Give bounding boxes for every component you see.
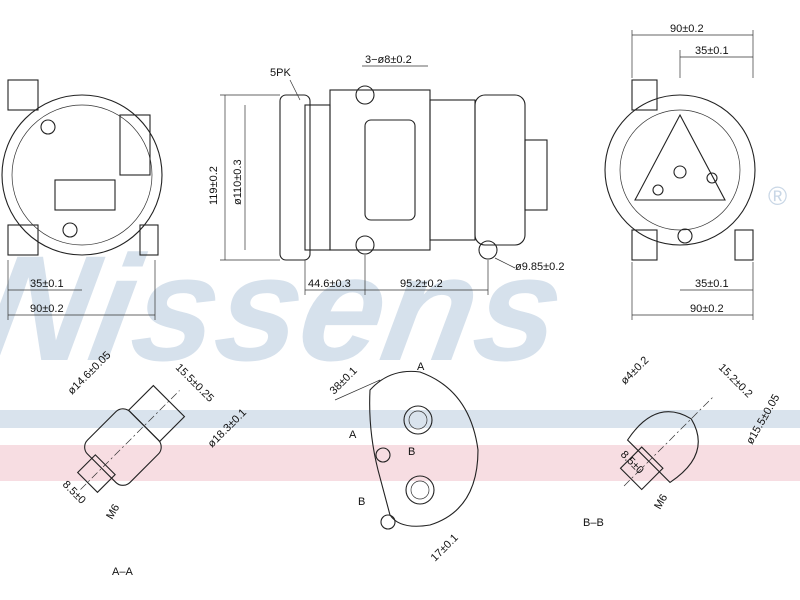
bb-thread: M6 (652, 492, 670, 511)
side-dim-body-length: 95.2±0.2 (400, 278, 443, 290)
side-dim-pulley-dia: ø110±0.3 (232, 159, 244, 205)
aa-thread: M6 (104, 502, 122, 521)
watermark-band-red (0, 445, 800, 481)
aa-dim-len-8-5: 8.5±0 (60, 479, 88, 507)
side-dim-height: 119±0.2 (208, 166, 220, 205)
section-b-b-title: B–B (583, 517, 604, 529)
port-label-b-left: B (358, 496, 365, 508)
side-dim-port-dia: ø9.85±0.2 (515, 261, 564, 273)
section-b-b: ø4±0.2 15.2±0.2 ø15.5±0.05 8.5±0 M6 B–B (583, 354, 782, 529)
side-belt-label: 5PK (270, 67, 291, 79)
rear-dim-bottom-35: 35±0.1 (695, 278, 729, 290)
port-dim-17: 17±0.1 (429, 532, 461, 564)
port-label-b-mid: B (408, 446, 415, 458)
rear-dim-bottom-90: 90±0.2 (690, 303, 724, 315)
rear-view: 90±0.2 35±0.1 35±0.1 90±0.2 (604, 23, 756, 320)
side-dim-pulley-offset: 44.6±0.3 (308, 278, 351, 290)
rear-dim-top-90: 90±0.2 (670, 23, 704, 35)
section-a-a-title: A–A (112, 566, 133, 578)
front-view: 35±0.1 90±0.2 (1, 79, 163, 320)
side-view: 119±0.2 ø110±0.3 5PK 3−ø8±0.2 44.6±0.3 9… (208, 54, 564, 295)
watermark-registered-mark: ® (768, 181, 787, 211)
side-holes-label: 3−ø8±0.2 (365, 54, 412, 66)
bb-dim-len-15-2: 15.2±0.2 (716, 362, 755, 401)
front-dim-35: 35±0.1 (30, 278, 64, 290)
rear-dim-top-35: 35±0.1 (695, 45, 729, 57)
port-label-a-left: A (349, 429, 357, 441)
bb-dim-dia-4: ø4±0.2 (619, 354, 652, 387)
front-dim-90: 90±0.2 (30, 303, 64, 315)
port-label-a-top: A (417, 361, 425, 373)
watermark-band-blue (0, 410, 800, 428)
